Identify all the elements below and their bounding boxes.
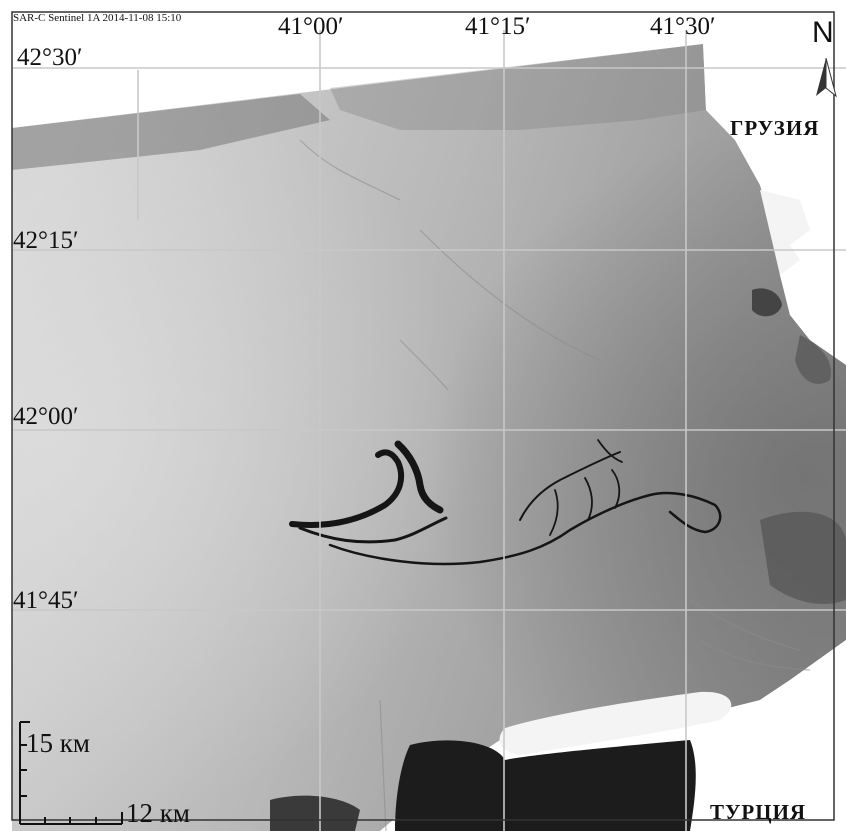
longitude-label-41-15: 41°15′ xyxy=(465,13,531,40)
north-letter: N xyxy=(812,16,834,49)
coastal-dark-patch xyxy=(795,335,831,384)
latitude-label-41-45: 41°45′ xyxy=(13,587,79,614)
northern-dark-band xyxy=(12,94,330,170)
scale-label-horizontal: 12 км xyxy=(126,798,190,828)
southern-dark-water xyxy=(395,740,696,831)
slick-long-tail xyxy=(328,493,652,566)
southern-dark-water-2 xyxy=(270,795,360,831)
sea-darkness-east xyxy=(12,44,846,831)
slick-filament-3 xyxy=(611,469,621,509)
georgia-coast-detail xyxy=(760,190,810,275)
longitude-label-41-30: 41°30′ xyxy=(650,13,716,40)
turkey-land xyxy=(690,640,846,831)
bright-coastal-strip xyxy=(499,691,732,755)
slick-frontal-line xyxy=(519,451,621,521)
river-mouth-dark xyxy=(752,288,782,317)
map-frame xyxy=(11,11,835,821)
slick-filament-2 xyxy=(584,477,593,521)
scale-label-vertical: 15 км xyxy=(26,728,90,758)
longitude-label-41-00: 41°00′ xyxy=(278,13,344,40)
latitude-label-42-30: 42°30′ xyxy=(17,44,83,71)
scale-bar xyxy=(19,721,123,825)
slick-secondary-arm xyxy=(394,440,444,514)
slick-filament-1 xyxy=(549,489,559,536)
sea-streaks xyxy=(299,139,811,831)
slick-lower-arm xyxy=(298,516,448,544)
latitude-label-42-15: 42°15′ xyxy=(13,227,79,254)
slick-filament-4 xyxy=(597,439,623,463)
slick-main-arm xyxy=(289,449,405,528)
latitude-label-42-00: 42°00′ xyxy=(13,403,79,430)
country-label-turkey: ТУРЦИЯ xyxy=(710,800,807,824)
south-east-dark-patch xyxy=(760,511,846,605)
coordinate-grid xyxy=(12,30,846,831)
north-arrow-icon xyxy=(816,57,837,98)
northern-dark-band-2 xyxy=(330,44,706,130)
image-header: SAR-C Sentinel 1A 2014-11-08 15:10 xyxy=(13,12,182,24)
country-label-georgia: ГРУЗИЯ xyxy=(730,116,820,140)
